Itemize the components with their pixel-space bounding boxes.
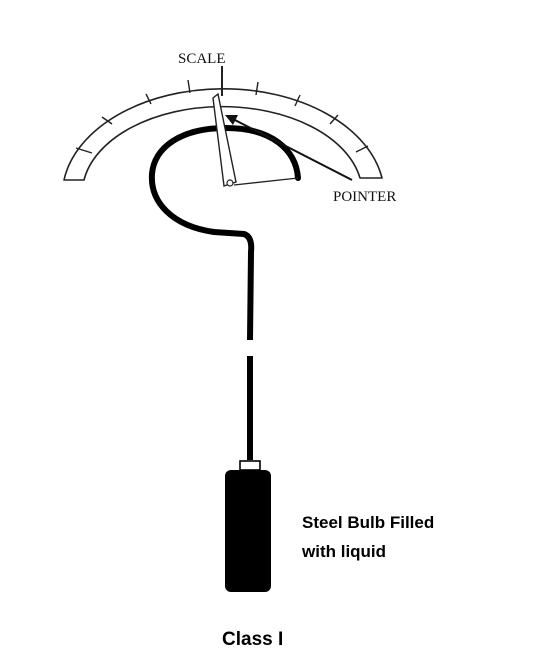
pointer-arrow-line (230, 117, 353, 181)
scale-tick (329, 114, 339, 125)
bulb-cap (239, 460, 261, 471)
pointer-arrowhead (225, 115, 238, 125)
scale-label: SCALE (178, 51, 226, 67)
scale-arc (63, 87, 383, 181)
scale-tick (145, 93, 152, 105)
pointer-pivot (226, 179, 234, 187)
scale-ticks (75, 79, 369, 154)
linkage-arm (233, 177, 299, 186)
scale-tick (294, 94, 301, 107)
bulb-label-line2: with liquid (301, 542, 386, 561)
scale-tick (101, 116, 113, 125)
class-caption: Class I (222, 629, 283, 650)
scale-tick (187, 79, 191, 94)
scale-tick (355, 145, 369, 153)
scale-tick (255, 81, 259, 96)
steel-bulb (225, 470, 271, 592)
scale-tick (75, 147, 93, 154)
capillary-tube-upper (242, 231, 255, 341)
pointer-label: POINTER (333, 189, 396, 205)
bulb-label-line1: Steel Bulb Filled (302, 513, 434, 532)
pointer-needle (212, 92, 237, 187)
